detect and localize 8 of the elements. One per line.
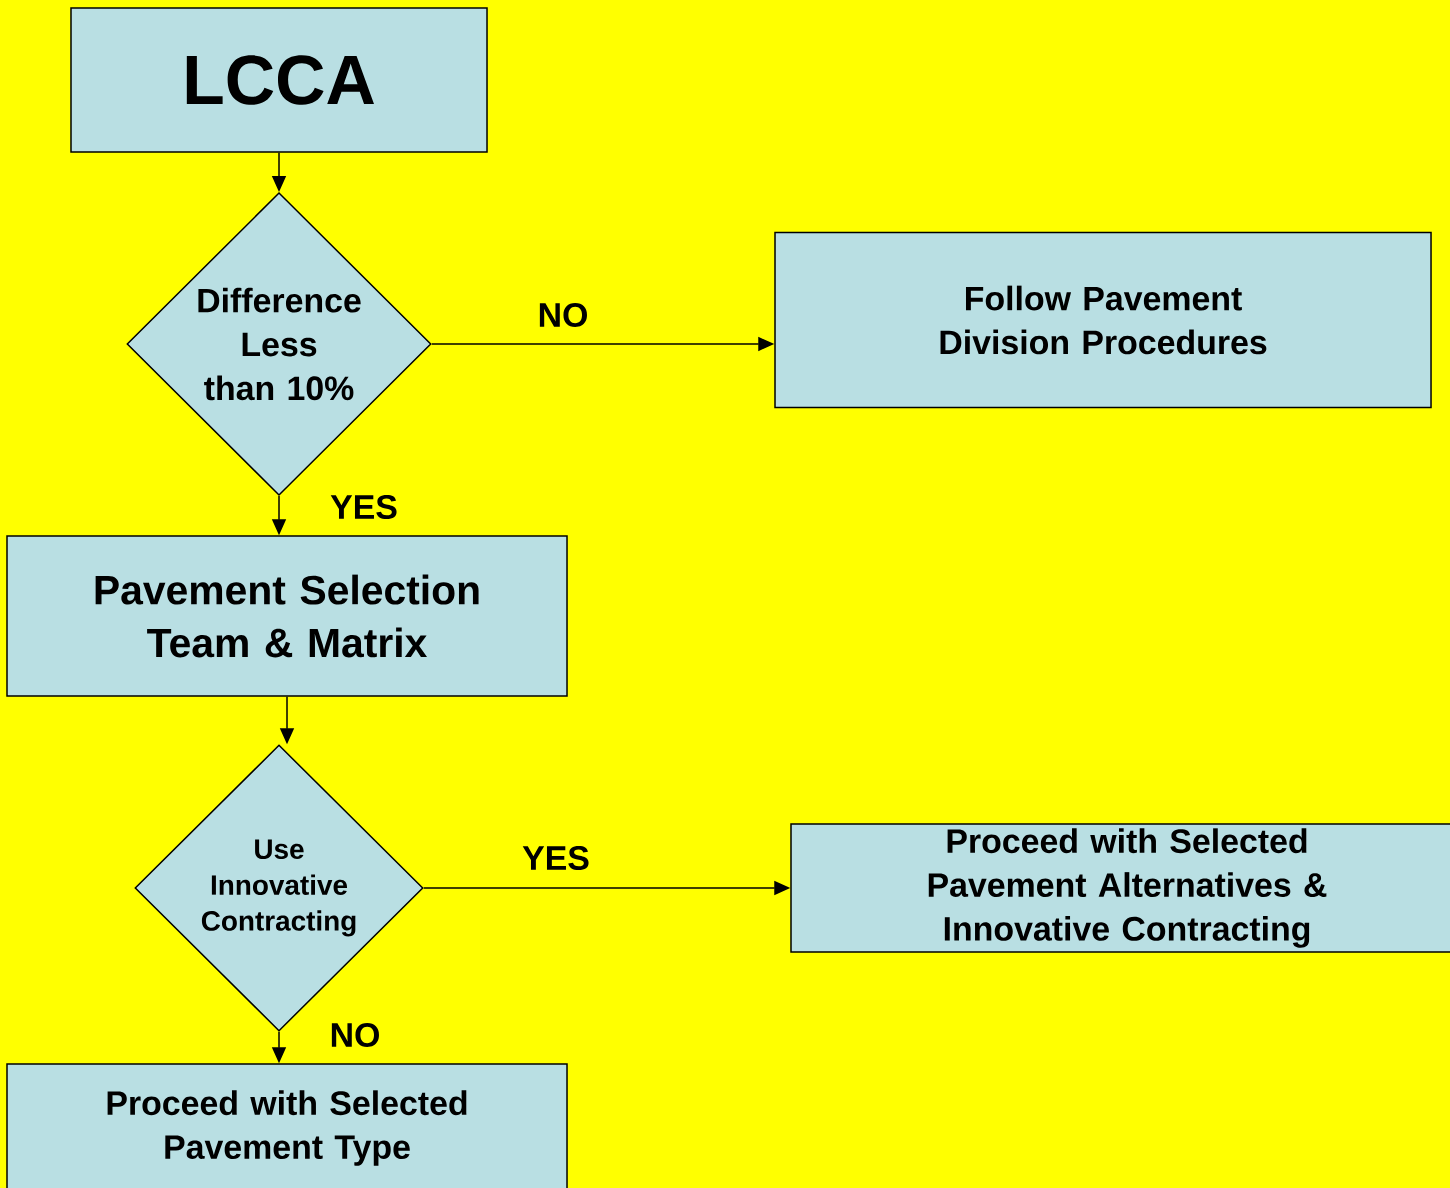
process-box: Proceed with Selected Pavement Alternatives & Innovative Contracting <box>790 823 1450 953</box>
edge-label: YES <box>522 846 589 870</box>
edge-label: NO <box>539 303 587 327</box>
process-box: Pavement Selection Team & Matrix <box>6 535 568 697</box>
process-box: LCCA <box>70 7 488 153</box>
process-box: Proceed with Selected Pavement Type <box>6 1063 568 1188</box>
process-box: Follow Pavement Division Procedures <box>774 231 1432 409</box>
edge-label: YES <box>330 495 397 519</box>
